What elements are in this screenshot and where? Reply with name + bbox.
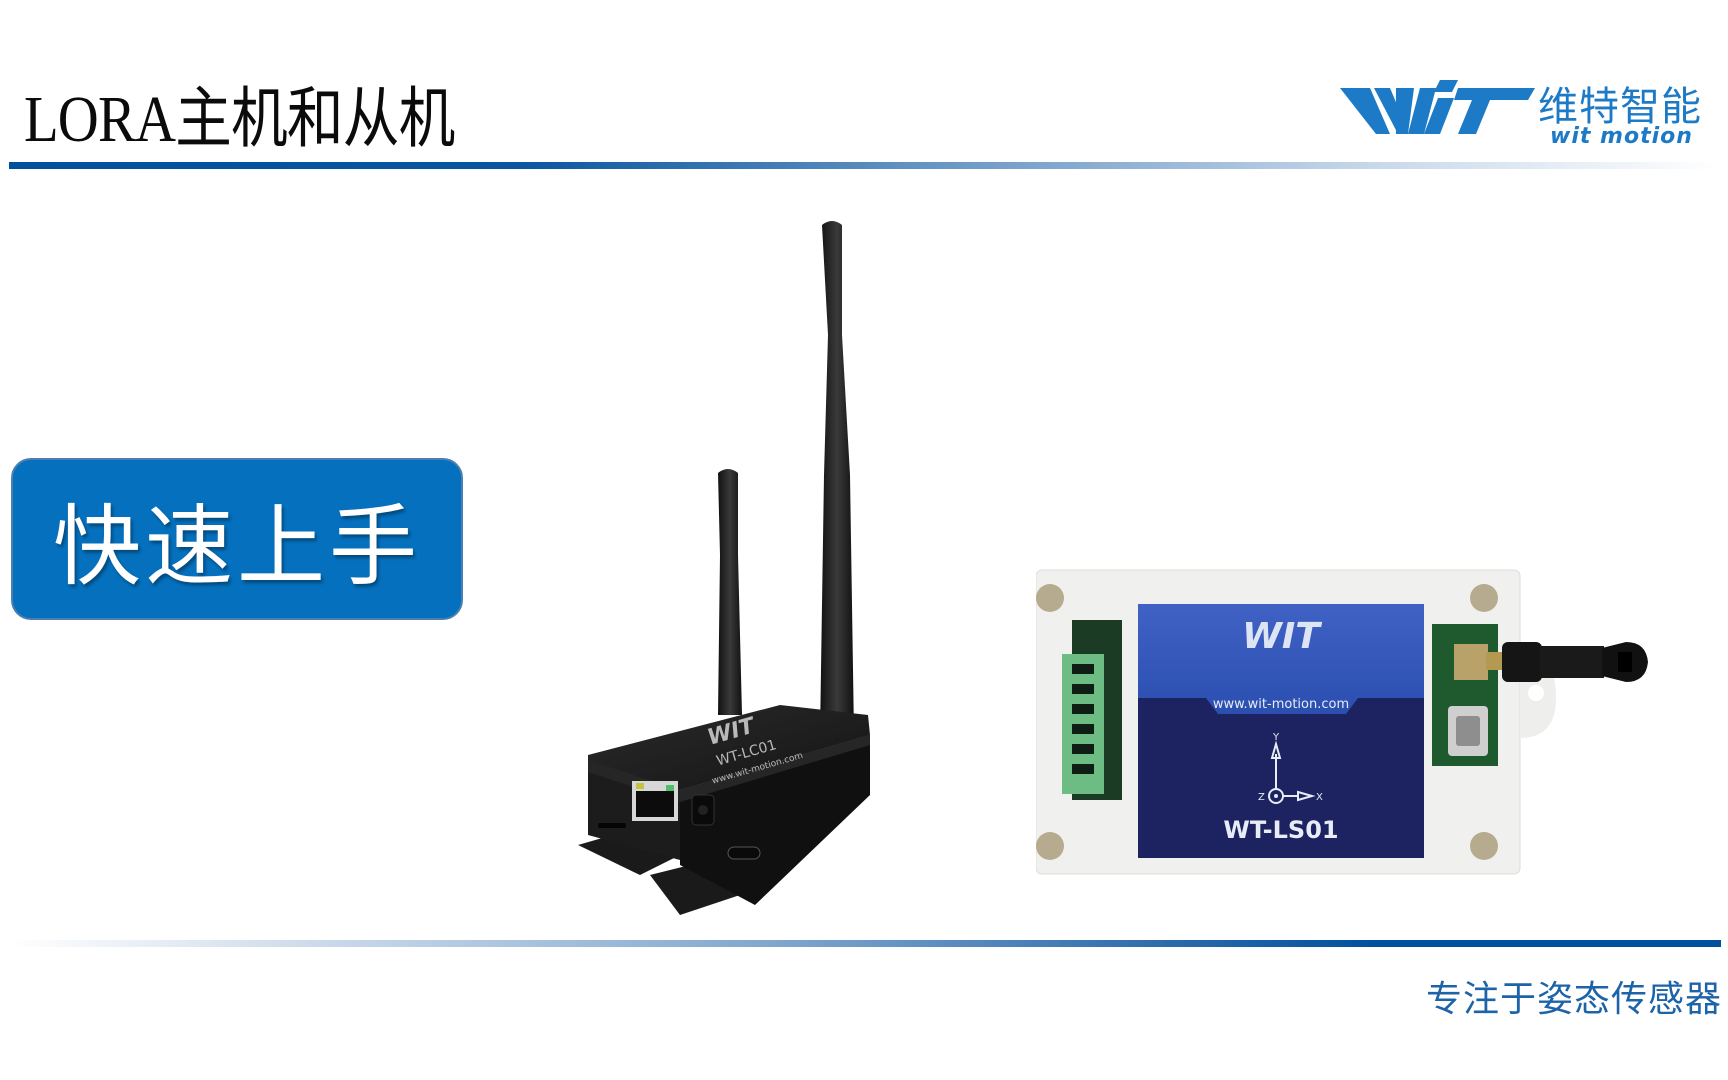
lora-slave-device-image: WIT www.wit-motion.com Y X Z WT-LS01 [1036, 569, 1648, 875]
footer-divider [9, 940, 1721, 947]
antenna-icon [718, 221, 854, 735]
quickstart-button[interactable]: 快速上手 [11, 458, 463, 620]
svg-text:Y: Y [1272, 732, 1280, 743]
svg-text:www.wit-motion.com: www.wit-motion.com [1213, 697, 1349, 712]
svg-text:WIT: WIT [1242, 616, 1322, 657]
svg-text:Z: Z [1258, 792, 1265, 803]
logo-name-cn: 维特智能 [1538, 84, 1702, 130]
wit-logo-mark-icon [1340, 80, 1535, 134]
svg-text:X: X [1316, 792, 1323, 803]
lora-host-device-image: WIT WT-LC01 www.wit-motion.com [578, 221, 870, 915]
page-title: LORA主机和从机 [24, 83, 455, 156]
quickstart-label: 快速上手 [52, 494, 421, 598]
footer-tagline: 专注于姿态传感器 [1425, 979, 1722, 1020]
header-divider [9, 162, 1719, 169]
logo-name-en: wit motion [1550, 124, 1693, 149]
svg-text:WT-LS01: WT-LS01 [1223, 816, 1338, 844]
wit-motion-logo: 维特智能 wit motion [1340, 68, 1720, 149]
